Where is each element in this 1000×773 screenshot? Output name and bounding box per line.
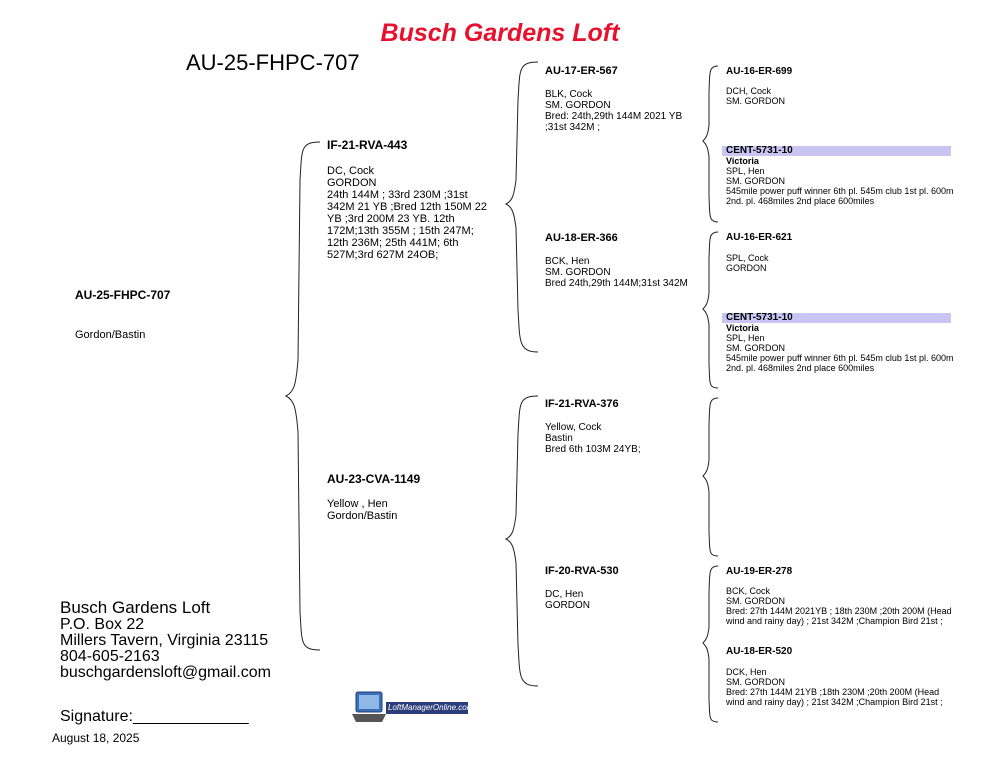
loft-title: Busch Gardens Loft bbox=[380, 19, 620, 47]
contact-city: Millers Tavern, Virginia 23115 bbox=[60, 632, 269, 649]
granddam-2-band: IF-20-RVA-530 bbox=[545, 565, 619, 577]
great-grandparent-2-info: SPL, Hen SM. GORDON 545mile power puff w… bbox=[726, 166, 954, 206]
contact-name: Busch Gardens Loft bbox=[60, 598, 211, 617]
dam-band: AU-23-CVA-1149 bbox=[327, 472, 421, 486]
great-grandparent-1-info: DCH, Cock SM. GORDON bbox=[726, 86, 786, 106]
great-grandparent-3-band: AU-16-ER-621 bbox=[726, 232, 793, 243]
great-grandparent-3-info: SPL, Cock GORDON bbox=[726, 253, 769, 273]
sire-band: IF-21-RVA-443 bbox=[327, 138, 408, 152]
grandsire-1-band: AU-17-ER-567 bbox=[545, 65, 618, 77]
contact-phone: 804-605-2163 bbox=[60, 648, 160, 665]
loft-manager-logo: LoftManagerOnline.com bbox=[352, 690, 474, 726]
brace-level-3-c bbox=[702, 397, 719, 557]
print-date: August 18, 2025 bbox=[52, 731, 140, 745]
subject-band: AU-25-FHPC-707 bbox=[75, 288, 171, 302]
laptop-icon bbox=[352, 691, 468, 722]
main-band-number: AU-25-FHPC-707 bbox=[186, 50, 360, 75]
granddam-2-info: DC, Hen GORDON bbox=[545, 589, 590, 611]
great-grandparent-1-band: AU-16-ER-699 bbox=[726, 66, 793, 77]
grandsire-2-band: IF-21-RVA-376 bbox=[545, 398, 619, 410]
contact-email: buschgardensloft@gmail.com bbox=[60, 664, 272, 681]
great-grandparent-7-band: AU-19-ER-278 bbox=[726, 566, 793, 577]
great-grandparent-4-name: Victoria bbox=[726, 323, 759, 333]
great-grandparent-4-info: SPL, Hen SM. GORDON 545mile power puff w… bbox=[726, 333, 954, 373]
grandsire-2-info: Yellow, Cock Bastin Bred 6th 103M 24YB; bbox=[545, 422, 641, 455]
great-grandparent-2-name: Victoria bbox=[726, 156, 759, 166]
brace-level-3-b bbox=[702, 231, 719, 389]
great-grandparent-2-band: CENT-5731-10 bbox=[722, 146, 951, 156]
brace-level-2-upper bbox=[504, 61, 539, 353]
logo-text: LoftManagerOnline.com bbox=[388, 703, 474, 712]
granddam-1-band: AU-18-ER-366 bbox=[545, 232, 618, 244]
great-grandparent-7-info: BCK, Cock SM. GORDON Bred: 27th 144M 202… bbox=[726, 586, 952, 626]
signature-line: Signature:_____________ bbox=[60, 708, 249, 725]
brace-level-1 bbox=[284, 141, 321, 651]
great-grandparent-4-band: CENT-5731-10 bbox=[722, 313, 951, 323]
brace-level-3-a bbox=[702, 65, 719, 223]
contact-po-box: P.O. Box 22 bbox=[60, 616, 145, 633]
subject-strain: Gordon/Bastin bbox=[75, 329, 146, 341]
grandsire-1-info: BLK, Cock SM. GORDON Bred: 24th,29th 144… bbox=[545, 89, 683, 133]
granddam-1-info: BCK, Hen SM. GORDON Bred 24th,29th 144M;… bbox=[545, 256, 688, 289]
great-grandparent-8-info: DCK, Hen SM. GORDON Bred: 27th 144M 21YB… bbox=[726, 667, 943, 707]
sire-info: DC, Cock GORDON 24th 144M ; 33rd 230M ;3… bbox=[327, 165, 488, 261]
dam-info: Yellow , Hen Gordon/Bastin bbox=[327, 498, 398, 522]
great-grandparent-8-band: AU-18-ER-520 bbox=[726, 646, 793, 657]
brace-level-3-d bbox=[702, 565, 719, 723]
brace-level-2-lower bbox=[504, 395, 539, 687]
